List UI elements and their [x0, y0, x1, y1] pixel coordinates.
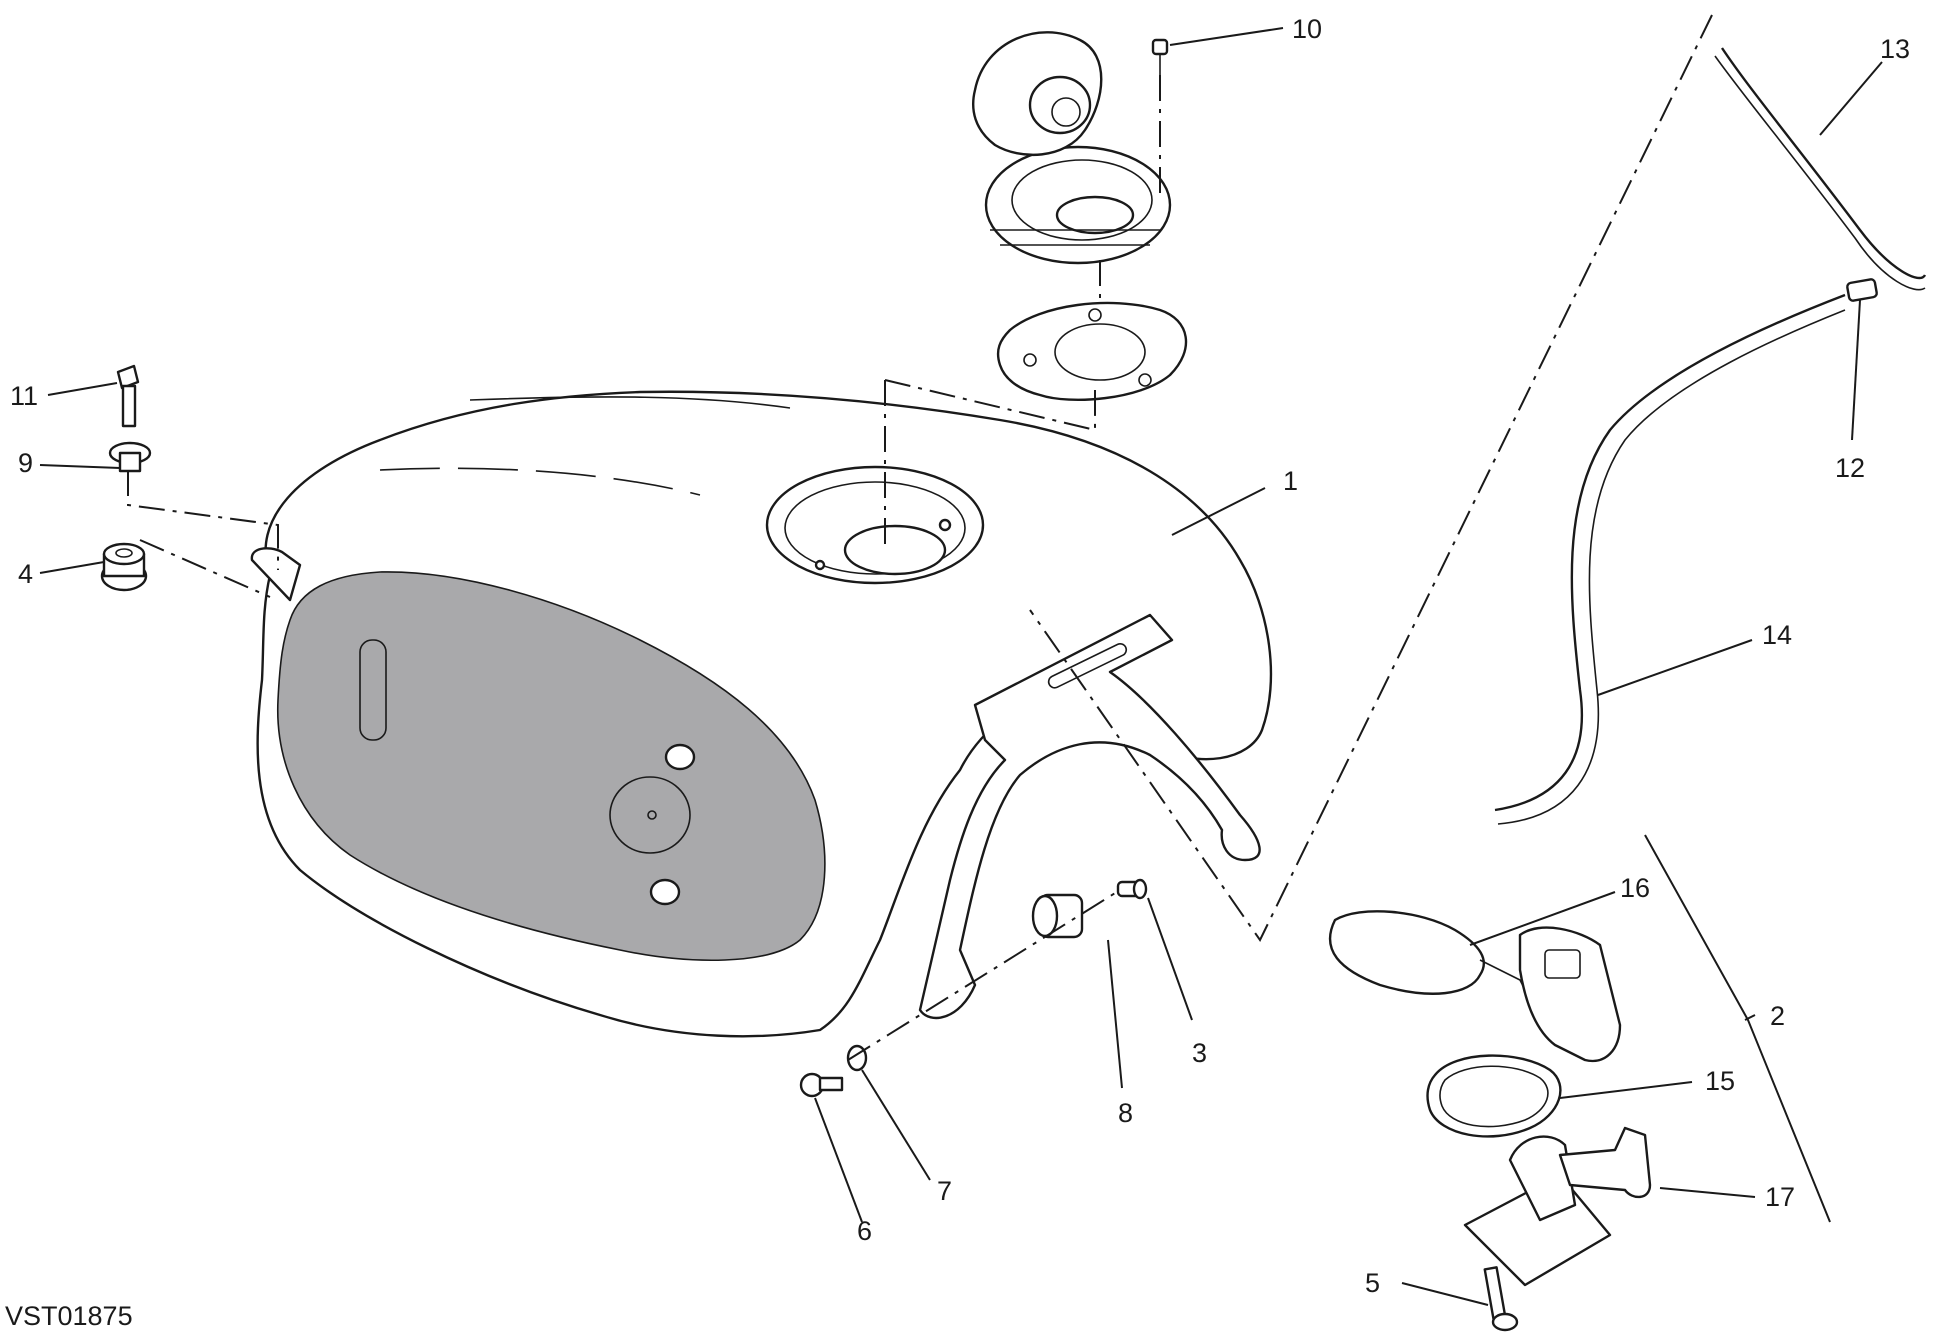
callout-2: 2: [1770, 1001, 1785, 1031]
gasket-hole: [1054, 323, 1146, 381]
callout-4: 4: [18, 559, 33, 589]
leader-9: [39, 464, 121, 469]
callout-5: 5: [1365, 1268, 1380, 1298]
screw-6: [799, 1072, 844, 1098]
leader-4: [39, 561, 105, 574]
leader-11: [47, 382, 118, 396]
filler-cap-assembly: [972, 31, 1172, 265]
gasket-screw-hole-c: [1138, 373, 1152, 387]
callout-7: 7: [937, 1176, 952, 1206]
callout-numbers: 1 2 3 4 5 6 7 8 9 10 11 12 13 14 15 16 1…: [10, 14, 1910, 1298]
gasket-screw-hole-a: [1023, 353, 1037, 367]
hose-13: [1721, 47, 1927, 280]
leader-6: [814, 1097, 863, 1223]
callout-10: 10: [1292, 14, 1322, 44]
tank-dash-highlight: [379, 467, 701, 496]
gasket-screw-hole-b: [1088, 308, 1102, 322]
fuel-tank: [250, 390, 1273, 1038]
panel-disc: [609, 776, 691, 854]
gasket-15: [1426, 1054, 1562, 1138]
tank-highlight-line: [469, 396, 791, 409]
leader-lines: [39, 27, 1883, 1306]
callout-11: 11: [10, 381, 38, 411]
bolt-11: [116, 364, 140, 428]
callout-14: 14: [1762, 620, 1792, 650]
tank-side-panel: [276, 571, 826, 962]
callout-17: 17: [1765, 1182, 1795, 1212]
leader-17: [1659, 1187, 1756, 1198]
panel-grommet-lower: [649, 878, 681, 906]
leader-3: [1147, 897, 1193, 1021]
cap-base-ribs: [990, 229, 1160, 246]
cap-lock-barrel: [1028, 75, 1092, 135]
callout-6: 6: [857, 1216, 872, 1246]
leader-8: [1107, 939, 1123, 1089]
fitting-12: [1846, 278, 1878, 302]
float-16: [1328, 910, 1485, 995]
leader-14: [1597, 639, 1753, 696]
callout-9: 9: [18, 448, 33, 478]
filler-mouth: [843, 524, 947, 576]
filler-ring-inner: [784, 481, 966, 575]
drawing-code: VST01875: [5, 1301, 133, 1331]
group-bracket-2: [1644, 834, 1831, 1223]
panel-disc-centre: [647, 810, 657, 820]
cap-base-inner: [1011, 159, 1153, 241]
grommet-4: [100, 542, 148, 592]
callout-1: 1: [1283, 466, 1298, 496]
leader-13: [1819, 61, 1883, 136]
pump-module: [1518, 926, 1622, 1063]
filler-hole-b: [814, 559, 826, 571]
callout-15: 15: [1705, 1066, 1735, 1096]
front-mount-lug: [250, 547, 302, 602]
filler-hole-a: [938, 518, 952, 532]
callout-12: 12: [1835, 453, 1865, 483]
bracket-slot: [1047, 642, 1128, 689]
spacer-8: [1031, 893, 1084, 939]
leader-1: [1171, 487, 1266, 536]
assembly-lines: [127, 14, 1713, 1061]
leader-12: [1851, 299, 1861, 441]
panel-slot: [359, 639, 387, 741]
leader-16: [1469, 891, 1616, 946]
leader-2: [1744, 1014, 1756, 1021]
panel-grommet-upper: [664, 743, 696, 771]
callout-8: 8: [1118, 1098, 1133, 1128]
callout-16: 16: [1620, 873, 1650, 903]
hose-14: [1494, 293, 1846, 812]
leader-15: [1559, 1081, 1693, 1099]
hose-13-inner: [1714, 55, 1926, 291]
washer-9: [108, 441, 152, 473]
rear-bracket: [918, 613, 1261, 1020]
hose-14-inner: [1497, 309, 1846, 825]
pump-connector: [1544, 949, 1581, 979]
gasket-15-inner: [1439, 1065, 1549, 1128]
leader-10: [1169, 27, 1284, 46]
leader-5: [1401, 1282, 1489, 1306]
pin-3: [1116, 878, 1148, 900]
screw-10: [1151, 38, 1169, 75]
flange-bracket: [1558, 1126, 1652, 1199]
fuel-pump-assembly: [1328, 910, 1652, 1287]
gasket-plate: [996, 301, 1188, 402]
screw-5: [1483, 1266, 1519, 1332]
filler-gasket: [996, 301, 1188, 402]
cap-base-opening: [1055, 195, 1135, 235]
callout-3: 3: [1192, 1038, 1207, 1068]
cap-lock-face: [1051, 97, 1081, 127]
callout-13: 13: [1880, 34, 1910, 64]
leader-7: [861, 1069, 931, 1181]
